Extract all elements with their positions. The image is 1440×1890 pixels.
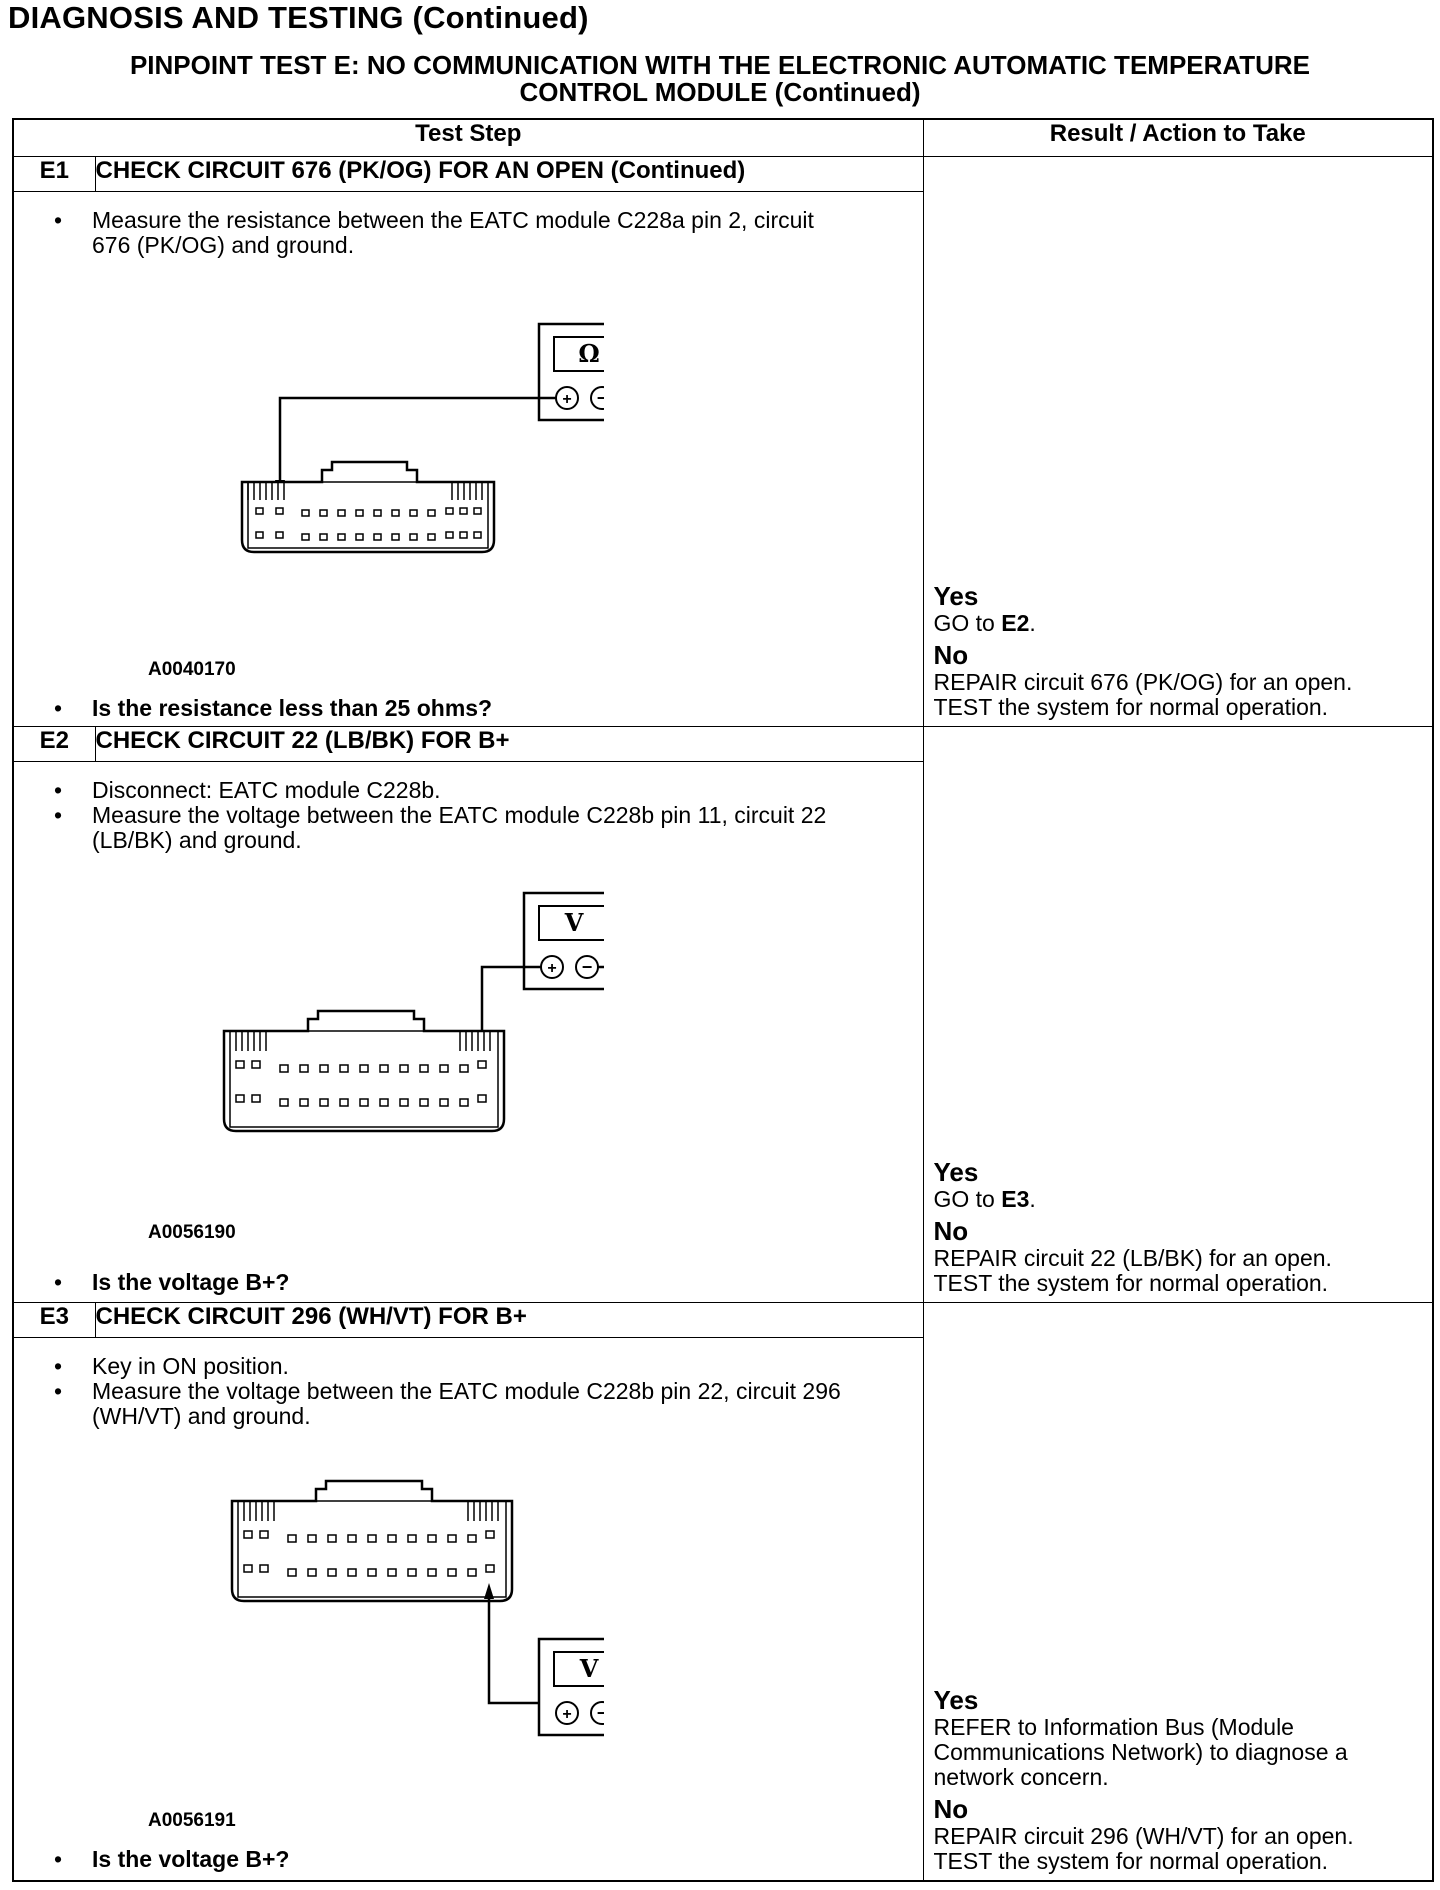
step-question: Is the voltage B+? (54, 1846, 289, 1873)
no-action-line: REPAIR circuit 22 (LB/BK) for an open. (933, 1245, 1332, 1271)
svg-text:−: − (582, 957, 593, 977)
connector-c228a (240, 460, 496, 554)
voltmeter-diagram: V + − (222, 891, 604, 1133)
yes-action-line: network concern. (933, 1764, 1109, 1790)
probe-tip (484, 1583, 494, 1599)
result-block: Yes GO to E2. No REPAIR circuit 676 (PK/… (934, 581, 1425, 720)
plus-sign: + (562, 391, 571, 408)
meter-symbol: V (564, 908, 584, 937)
step-title: CHECK CIRCUIT 22 (LB/BK) FOR B+ (94, 726, 924, 762)
step-body-e3: Key in ON position. Measure the voltage … (12, 1337, 924, 1882)
step-title: CHECK CIRCUIT 296 (WH/VT) FOR B+ (94, 1302, 924, 1338)
instruction-item: Measure the resistance between the EATC … (54, 208, 852, 258)
instruction-item: Measure the voltage between the EATC mod… (54, 1379, 852, 1429)
result-cell-e1: Yes GO to E2. No REPAIR circuit 676 (PK/… (922, 156, 1434, 727)
meter-symbol: V (579, 1654, 599, 1683)
probe-lead-positive (278, 396, 556, 495)
result-cell-e3: Yes REFER to Information Bus (Module Com… (922, 1302, 1434, 1882)
probe-lead-positive (480, 965, 541, 1061)
negative-terminal-icon (590, 386, 604, 410)
instruction-list: Measure the resistance between the EATC … (14, 192, 923, 258)
no-action-line: TEST the system for normal operation. (933, 1848, 1329, 1874)
svg-text:+: + (547, 960, 556, 977)
test-title-line-1: PINPOINT TEST E: NO COMMUNICATION WITH T… (129, 50, 1311, 80)
meter-display (553, 336, 604, 372)
no-action-line: REPAIR circuit 676 (PK/OG) for an open. (933, 669, 1353, 695)
svg-text:+: + (562, 1706, 571, 1723)
svg-text:−: − (597, 1703, 604, 1723)
no-action-line: TEST the system for normal operation. (933, 1270, 1329, 1296)
step-body-e2: Disconnect: EATC module C228b. Measure t… (12, 761, 924, 1303)
step-question: Is the voltage B+? (54, 1269, 289, 1296)
column-header-test-step: Test Step (12, 118, 924, 157)
meter-display (553, 1651, 604, 1687)
result-block: Yes GO to E3. No REPAIR circuit 22 (LB/B… (934, 1157, 1425, 1296)
instruction-list: Disconnect: EATC module C228b. Measure t… (14, 762, 923, 853)
no-label: No (933, 640, 969, 670)
yes-label: Yes (933, 1157, 979, 1187)
pinpoint-test-table: Test Step Result / Action to Take E1 CHE… (12, 118, 1434, 1882)
figure-id: A0056191 (148, 1810, 236, 1831)
instruction-item: Disconnect: EATC module C228b. (54, 778, 852, 804)
step-body-e1: Measure the resistance between the EATC … (12, 191, 924, 727)
figure-id: A0056190 (148, 1222, 236, 1243)
probe-lead-positive (487, 1597, 559, 1705)
result-cell-e2: Yes GO to E3. No REPAIR circuit 22 (LB/B… (922, 726, 1434, 1303)
test-title-line-2: CONTROL MODULE (Continued) (519, 77, 921, 107)
yes-action: GO to E3. (933, 1186, 1036, 1212)
instruction-item: Measure the voltage between the EATC mod… (54, 803, 852, 853)
no-label: No (933, 1216, 969, 1246)
yes-label: Yes (933, 1685, 979, 1715)
step-id: E2 (12, 726, 96, 762)
meter-display (538, 905, 604, 941)
minus-sign: − (597, 388, 604, 408)
yes-label: Yes (933, 581, 979, 611)
yes-action: GO to E2. (933, 610, 1036, 636)
connector-c228b (222, 1009, 506, 1133)
ohmmeter-diagram: Ω + − (240, 322, 604, 554)
yes-action-line: Communications Network) to diagnose a (933, 1739, 1348, 1765)
step-id: E3 (12, 1302, 96, 1338)
step-question: Is the resistance less than 25 ohms? (54, 695, 492, 722)
column-header-result: Result / Action to Take (922, 118, 1434, 157)
no-action-line: REPAIR circuit 296 (WH/VT) for an open. (933, 1823, 1354, 1849)
figure-id: A0040170 (148, 659, 236, 680)
no-action-line: TEST the system for normal operation. (933, 694, 1329, 720)
instruction-list: Key in ON position. Measure the voltage … (14, 1338, 923, 1429)
yes-action-line: REFER to Information Bus (Module (933, 1714, 1294, 1740)
pinpoint-test-title: PINPOINT TEST E: NO COMMUNICATION WITH T… (0, 52, 1440, 106)
connector-c228b (230, 1479, 514, 1603)
step-title: CHECK CIRCUIT 676 (PK/OG) FOR AN OPEN (C… (94, 156, 924, 192)
voltmeter-diagram: V + − (230, 1479, 604, 1737)
step-id: E1 (12, 156, 96, 192)
page-title: DIAGNOSIS AND TESTING (Continued) (8, 0, 589, 35)
no-label: No (933, 1794, 969, 1824)
negative-terminal-icon (590, 1701, 604, 1725)
meter-symbol: Ω (578, 339, 599, 368)
instruction-item: Key in ON position. (54, 1354, 852, 1380)
positive-terminal-icon (555, 1701, 579, 1725)
result-block: Yes REFER to Information Bus (Module Com… (934, 1685, 1425, 1874)
